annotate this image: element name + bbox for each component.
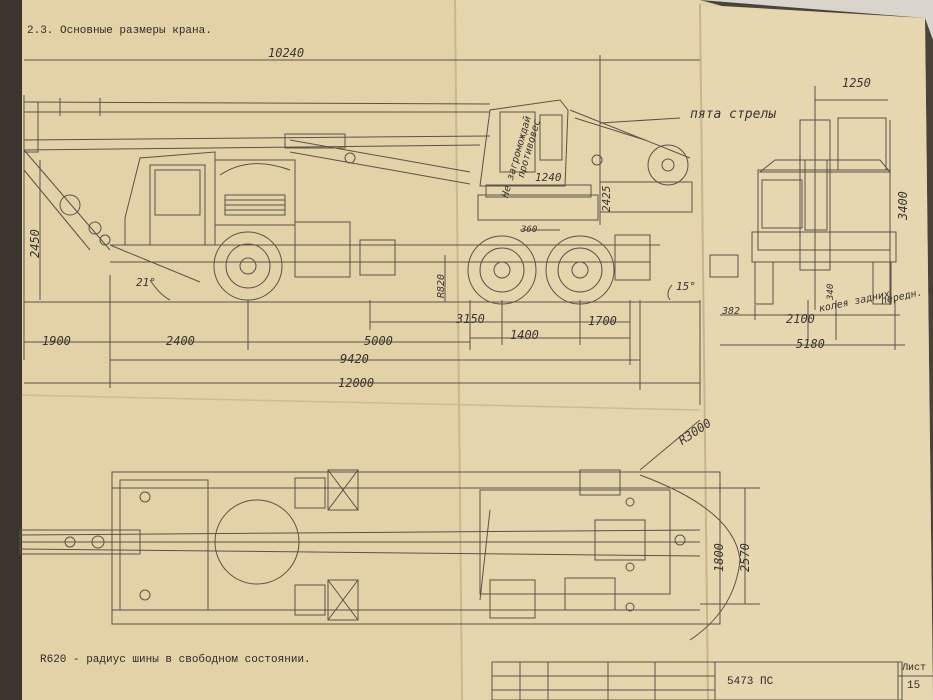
sheet-code: 5473 ПС [727,676,774,688]
dim-bogie: 1400 [510,328,539,342]
dim-cab-height: 2450 [28,229,42,258]
dim-small: 360 [521,225,538,235]
boom-heel-callout: пята стрелы [690,107,777,122]
dim-rear-axle-span: 3150 [456,312,485,326]
angle-front: 21° [136,276,156,289]
dim-wheelbase: 5000 [364,334,393,348]
dim-rear-overhang: 1700 [588,314,617,328]
dim-end-width-top: 1250 [842,76,871,90]
sheet-label: Лист [902,663,927,674]
dim-tire-radius: R820 [436,273,447,298]
dim-end-left-offset: 382 [722,306,741,317]
angle-rear: 15° [676,280,696,293]
dim-end-overall-width: 5180 [796,337,825,351]
dim-plan-outrigger-outer: 2570 [738,543,752,572]
dim-front-overhang: 1900 [42,334,71,348]
dim-front-axle: 2400 [166,334,195,348]
dim-overall-length: 12000 [338,376,375,390]
dim-end-clearance: 340 [826,283,836,300]
dim-chassis-length: 9420 [340,352,369,366]
dim-end-track: 2100 [786,312,815,326]
section-title: 2.3. Основные размеры крана. [27,25,212,37]
dim-overall-boom: 10240 [268,46,305,60]
dim-plan-outrigger-inner: 1800 [712,543,726,572]
footnote: R620 - радиус шины в свободном состоянии… [40,654,311,666]
dim-turntable-width: 1240 [535,171,562,184]
sheet-number: 15 [907,680,921,692]
dim-turntable-height: 2425 [600,185,613,213]
dim-end-height: 3400 [896,191,910,220]
